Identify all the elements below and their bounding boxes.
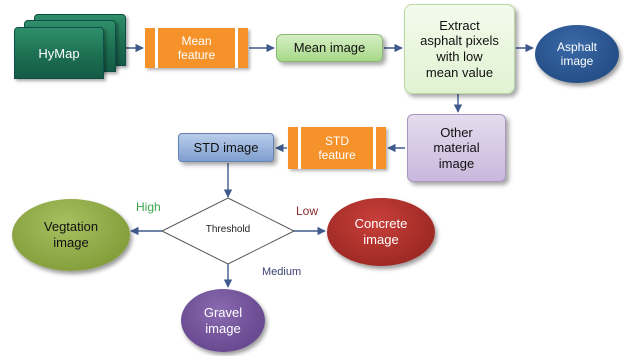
extract-asphalt-node: Extract asphalt pixels with low mean val… <box>404 4 515 94</box>
gravel-image-node: Gravel image <box>181 289 265 352</box>
other-material-label: Other material image <box>433 124 480 171</box>
concrete-image-node: Concrete image <box>327 198 435 266</box>
threshold-label: Threshold <box>205 224 251 235</box>
std-feature-label: STD feature <box>318 133 356 162</box>
edge-label-high: High <box>136 200 161 214</box>
hymap-node: HyMap <box>14 27 104 79</box>
edge-label-medium: Medium <box>262 266 302 278</box>
gravel-image-label: Gravel image <box>203 304 243 336</box>
extract-asphalt-label: Extract asphalt pixels with low mean val… <box>420 17 499 80</box>
threshold-decision-diamond <box>160 197 296 265</box>
vegetation-image-node: Vegtation image <box>12 199 130 271</box>
other-material-node: Other material image <box>407 114 506 182</box>
asphalt-image-node: Asphalt image <box>535 25 619 83</box>
concrete-image-label: Concrete image <box>354 216 408 247</box>
std-image-label: STD image <box>193 139 259 155</box>
std-feature-node: STD feature <box>288 127 386 169</box>
edge-label-low: Low <box>296 204 319 218</box>
mean-feature-label: Mean feature <box>177 33 216 62</box>
mean-image-node: Mean image <box>276 34 383 62</box>
std-image-node: STD image <box>178 133 274 162</box>
vegetation-image-label: Vegtation image <box>43 219 99 250</box>
asphalt-image-label: Asphalt image <box>556 39 598 68</box>
mean-image-label: Mean image <box>293 40 366 56</box>
mean-feature-node: Mean feature <box>145 28 248 68</box>
hymap-label: HyMap <box>38 45 80 61</box>
